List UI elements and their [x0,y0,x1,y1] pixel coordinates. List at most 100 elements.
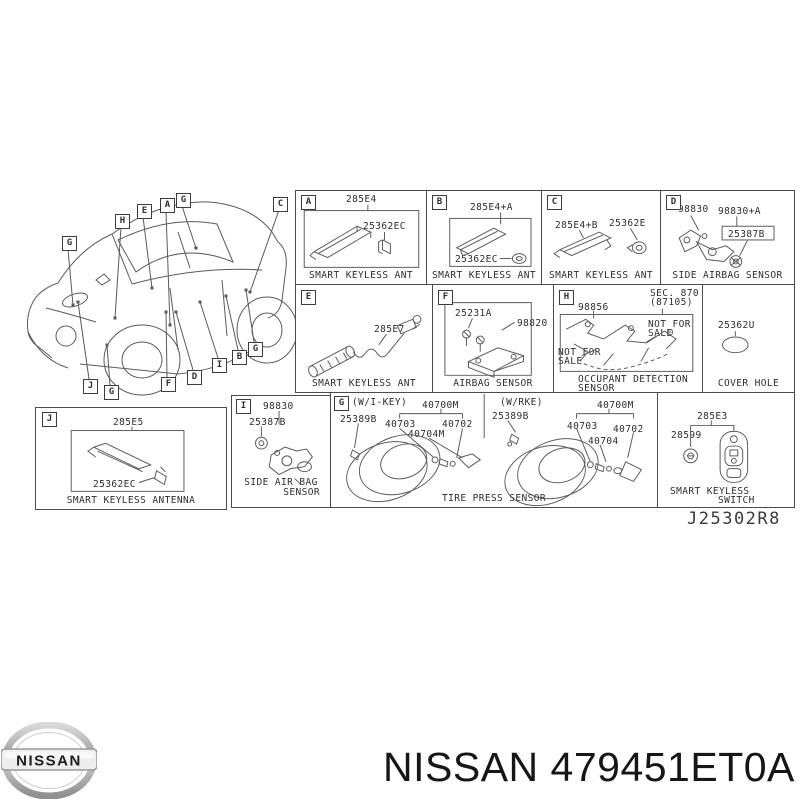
section-caption: TIRE PRESS SENSOR [441,493,547,504]
car-callout: F [161,377,176,392]
section-caption: SWITCH [718,495,755,506]
section-letter: J [42,412,57,427]
section-keyless-switch: 285E3 28599 SMART KEYLESS SWITCH [657,392,795,508]
part-label: 285E4+A [470,202,513,213]
part-label: 25231A [455,308,492,319]
car-callout: I [212,358,227,373]
part-label: 28599 [671,430,702,441]
part-label: 285E4+B [555,220,598,231]
part-drawing-keyless-ant [449,212,532,267]
section-g: G (W/I-KEY) 40700M 25389B 40703 40702 40… [330,392,658,508]
section-caption: SENSOR [578,383,615,394]
section-d: D 98830 98830+A 25387B SIDE AIRBAG SENSO… [660,190,795,285]
section-caption: SMART KEYLESS ANT [548,270,654,281]
part-label: 40700M [422,400,459,411]
not-for-sale-note: SALE [558,356,583,367]
part-label: 40702 [613,424,644,435]
section-e: E 285E7 SMART KEYLESS ANT [295,284,433,393]
part-drawing-keyless-ant [553,227,647,258]
section-c: C 285E4+B 25362E SMART KEYLESS ANT [541,190,661,285]
car-callout: C [273,197,288,212]
section-caption: SMART KEYLESS ANT [311,378,417,389]
section-caption: SMART KEYLESS ANTENNA [66,495,196,506]
section-i: I 98830 25387B SIDE AIR BAG SENSOR [231,395,331,508]
section-letter: D [666,195,681,210]
car-callout: D [187,370,202,385]
car-callout: G [176,193,191,208]
part-label: 40704 [588,436,619,447]
part-label: 25387B [249,417,286,428]
section-reference: SEC. 870 [650,288,699,299]
section-reference: (87105) [650,297,693,308]
section-caption: AIRBAG SENSOR [453,378,533,389]
section-caption: SMART KEYLESS [670,486,750,497]
diagram-code: J25302R8 [687,509,781,529]
part-drawing-side-airbag-sensor [678,215,775,268]
section-caption: SENSOR [283,487,320,498]
part-drawing-keyless-ant [303,204,420,268]
not-for-sale-note: NOT FOR [648,319,691,330]
part-label: 40700M [597,400,634,411]
part-label: 40703 [567,421,598,432]
section-letter: H [559,290,574,305]
section-caption: SIDE AIR BAG [244,477,318,488]
part-label: 285E3 [697,411,728,422]
catalog-part-number: NISSAN 479451ET0A [383,744,795,790]
car-callout: J [83,379,98,394]
part-label: 25362EC [363,221,406,232]
nissan-logo-text: NISSAN [16,753,82,770]
section-caption: SMART KEYLESS ANT [308,270,414,281]
part-drawing-cover-hole [722,331,749,354]
part-drawing-airbag-sensor [444,302,532,378]
section-f: F 25231A 98820 AIRBAG SENSOR [432,284,554,393]
part-drawing-key-fob [683,420,749,483]
part-label: 25362EC [455,254,498,265]
nissan-logo: NISSAN [1,722,97,799]
part-drawing-side-airbag-sensor [255,410,313,485]
part-label: 25389B [492,411,529,422]
part-drawing-keyless-ant-cable [308,314,422,378]
not-for-sale-note: NOT FOR [558,347,601,358]
section-j: J 285E5 25362EC SMART KEYLESS ANTENNA [35,407,227,510]
car-callout: E [137,204,152,219]
part-label: 98830+A [718,206,761,217]
part-label: 98820 [517,318,548,329]
car-callout: A [160,198,175,213]
section-letter: C [547,195,562,210]
part-drawing-keyless-antenna [70,426,185,492]
part-label: 98830 [678,204,709,215]
section-letter: G [334,396,349,411]
section-h: H 98856 SEC. 870 (87105) NOT FOR SALE NO… [553,284,703,394]
part-label: 40704M [408,429,445,440]
car-callout: G [62,236,77,251]
part-label: 285E5 [113,417,144,428]
part-label: 285E4 [346,194,377,205]
part-drawing-occupant-detection-sensor [559,308,694,372]
part-drawing-tire-press-sensor [346,393,643,506]
section-letter: I [236,399,251,414]
variant-header: (W/I-KEY) [352,397,408,408]
section-caption: SMART KEYLESS ANT [431,270,537,281]
part-label: 40702 [442,419,473,430]
section-a: A 285E4 25362EC SMART KEYLESS ANT [295,190,427,285]
part-label: 25362EC [93,479,136,490]
section-caption: SIDE AIRBAG SENSOR [672,270,783,281]
section-letter: B [432,195,447,210]
section-caption: COVER HOLE [717,378,780,389]
section-caption: OCCUPANT DETECTION [578,374,689,385]
part-label: 25389B [340,414,377,425]
part-label: 98830 [263,401,294,412]
section-letter: F [438,290,453,305]
car-callout: B [232,350,247,365]
part-label: 98856 [578,302,609,313]
section-letter: E [301,290,316,305]
variant-header: (W/RKE) [500,397,543,408]
car-callout: G [248,342,263,357]
section-cover-hole: 25362U COVER HOLE [702,284,795,393]
part-label: 285E7 [374,324,405,335]
part-label: 25362U [718,320,755,331]
section-b: B 285E4+A 25362EC SMART KEYLESS ANT [426,190,542,285]
car-callout: H [115,214,130,229]
part-label: 25362E [609,218,646,229]
